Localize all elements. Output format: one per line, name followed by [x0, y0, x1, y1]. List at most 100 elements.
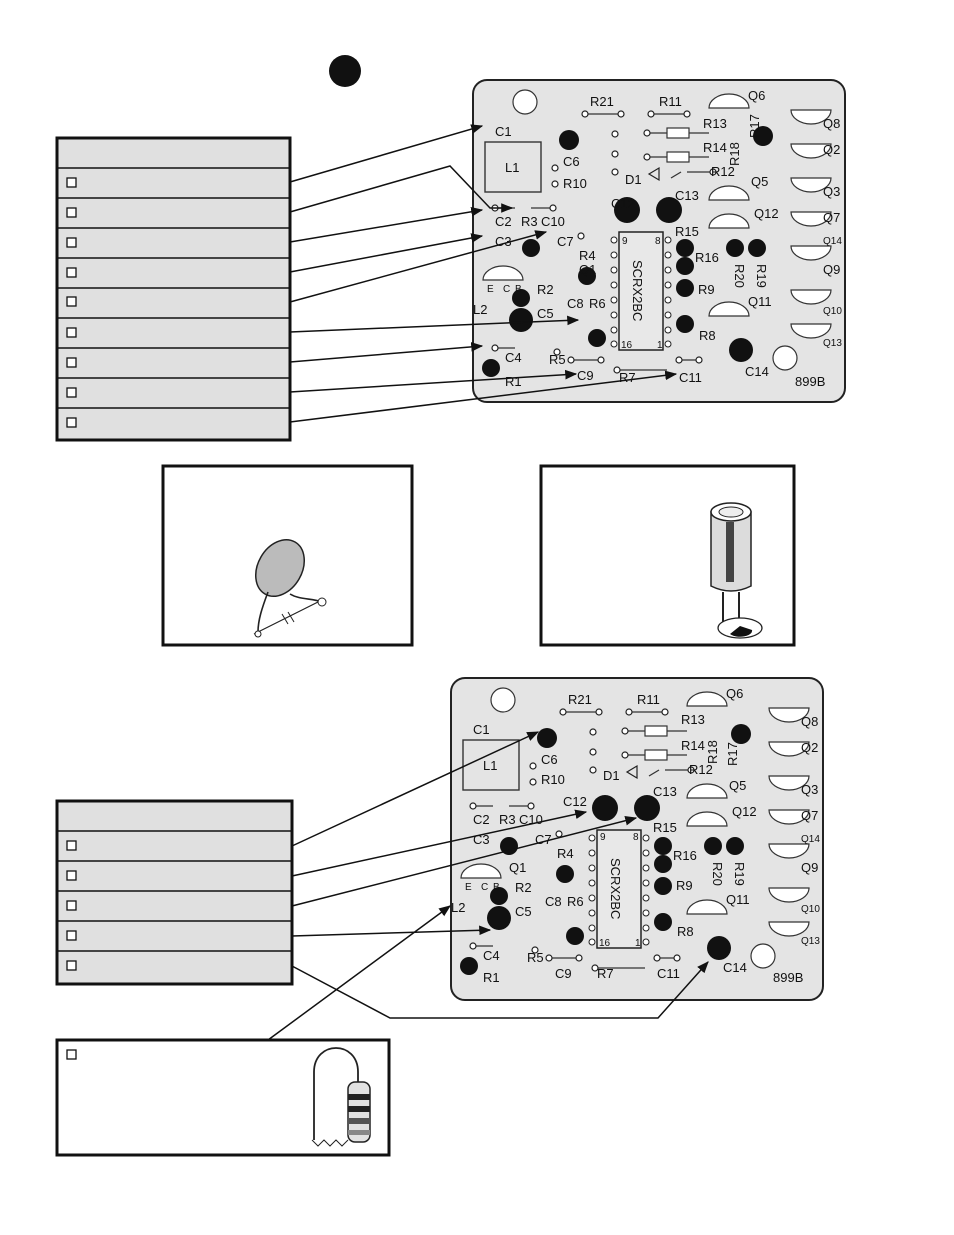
leader-arrows-bottom: [267, 731, 709, 1041]
ic-pin-1-b: 1: [635, 938, 641, 949]
label-q13: Q13: [823, 338, 842, 349]
label-q9-b: Q9: [801, 860, 818, 875]
ic-pin-8-b: 8: [633, 832, 639, 843]
ic-label-b: SCRX2BC: [608, 858, 623, 919]
label-c9-b: C9: [555, 966, 572, 981]
label-r3: R3: [521, 214, 538, 229]
step-marker: [329, 55, 361, 87]
label-c8-b: C8: [545, 894, 562, 909]
label-l1: L1: [505, 160, 519, 175]
circuit-board-top: R21 R11 Q6 Q8 Q2 Q3 Q7 Q9 Q5 Q12 Q11 Q1 …: [472, 79, 846, 403]
label-q10-b: Q10: [801, 904, 820, 915]
resistor-panel: [55, 1038, 391, 1157]
checkbox-top-8[interactable]: [66, 387, 77, 398]
label-c12-b: C12: [563, 794, 587, 809]
checkbox-bottom-4[interactable]: [66, 930, 77, 941]
checkbox-bottom-1[interactable]: [66, 840, 77, 851]
checkbox-top-1[interactable]: [66, 177, 77, 188]
label-r12: R12: [711, 164, 735, 179]
checkbox-top-5[interactable]: [66, 296, 77, 307]
label-r15: R15: [675, 224, 699, 239]
label-e-b: E: [465, 882, 472, 893]
label-r5-b: R5: [527, 950, 544, 965]
board-code: 899B: [795, 374, 825, 389]
label-c: C: [503, 284, 510, 295]
label-r4-b: R4: [557, 846, 574, 861]
checkbox-bottom-5[interactable]: [66, 960, 77, 971]
label-q6: Q6: [748, 88, 765, 103]
label-r14: R14: [703, 140, 727, 155]
label-r5: R5: [549, 352, 566, 367]
label-r12-b: R12: [689, 762, 713, 777]
label-c9: C9: [577, 368, 594, 383]
label-q3: Q3: [823, 184, 840, 199]
label-c1-b: C1: [473, 722, 490, 737]
leader-arrows-top: [289, 124, 678, 423]
checkbox-resistor[interactable]: [66, 1049, 77, 1060]
label-c2-b: C2: [473, 812, 490, 827]
label-q14-b: Q14: [801, 834, 820, 845]
checkbox-top-6[interactable]: [66, 327, 77, 338]
checkbox-bottom-2[interactable]: [66, 870, 77, 881]
disc-capacitor-icon: [253, 539, 327, 638]
label-q7: Q7: [823, 210, 840, 225]
label-c11-b: C11: [657, 966, 680, 981]
label-c11: C11: [679, 370, 702, 385]
label-q11-b: Q11: [726, 892, 750, 907]
electrolytic-capacitor-panel: [539, 464, 796, 647]
label-r18: R18: [727, 142, 742, 166]
checkbox-top-2[interactable]: [66, 207, 77, 218]
checkbox-top-4[interactable]: [66, 267, 77, 278]
electrolytic-capacitor-icon: [710, 502, 763, 639]
label-c6: C6: [563, 154, 580, 169]
label-q14: Q14: [823, 236, 842, 247]
ic-pin-9-b: 9: [600, 832, 606, 843]
label-q7-b: Q7: [801, 808, 818, 823]
label-b-b: B: [493, 882, 500, 893]
checkbox-top-7[interactable]: [66, 357, 77, 368]
disc-capacitor-panel: [161, 464, 414, 647]
label-c1: C1: [495, 124, 512, 139]
checkbox-top-3[interactable]: [66, 237, 77, 248]
label-r20: R20: [732, 264, 747, 288]
label-r18-b: R18: [705, 740, 720, 764]
label-l1-b: L1: [483, 758, 497, 773]
checkbox-bottom-3[interactable]: [66, 900, 77, 911]
resistor-icon: [311, 1047, 371, 1147]
label-r6: R6: [589, 296, 606, 311]
label-r15-b: R15: [653, 820, 677, 835]
label-q12-b: Q12: [732, 804, 757, 819]
label-r8: R8: [699, 328, 716, 343]
label-r20-b: R20: [710, 862, 725, 886]
label-r2-b: R2: [515, 880, 532, 895]
label-r2: R2: [537, 282, 554, 297]
label-r1-b: R1: [483, 970, 500, 985]
label-c7: C7: [557, 234, 574, 249]
label-r11: R11: [659, 94, 682, 109]
label-c13-b: C13: [653, 784, 677, 799]
label-q2-b: Q2: [801, 740, 818, 755]
label-c4-b: C4: [483, 948, 500, 963]
label-q8-b: Q8: [801, 714, 818, 729]
checklist-top: [55, 136, 292, 442]
label-q11: Q11: [748, 294, 772, 309]
label-q13-b: Q13: [801, 936, 820, 947]
checkbox-top-9[interactable]: [66, 417, 77, 428]
label-r19: R19: [754, 264, 769, 288]
label-d1-b: D1: [603, 768, 620, 783]
label-q5: Q5: [751, 174, 768, 189]
label-l2-b: L2: [451, 900, 465, 915]
label-c8: C8: [567, 296, 584, 311]
board-code-b: 899B: [773, 970, 803, 985]
label-c-b: C: [481, 882, 488, 893]
label-r16-b: R16: [673, 848, 697, 863]
label-r17: R17: [747, 114, 762, 138]
label-q3-b: Q3: [801, 782, 818, 797]
label-c6-b: C6: [541, 752, 558, 767]
circuit-board-bottom: R21 R11 Q6 Q8 Q2 Q3 Q7 Q9 Q5 Q12 Q11 Q1 …: [450, 677, 824, 1001]
label-e: E: [487, 284, 494, 295]
ic-pin-9: 9: [622, 236, 628, 247]
label-c4: C4: [505, 350, 522, 365]
label-r21-b: R21: [568, 692, 592, 707]
